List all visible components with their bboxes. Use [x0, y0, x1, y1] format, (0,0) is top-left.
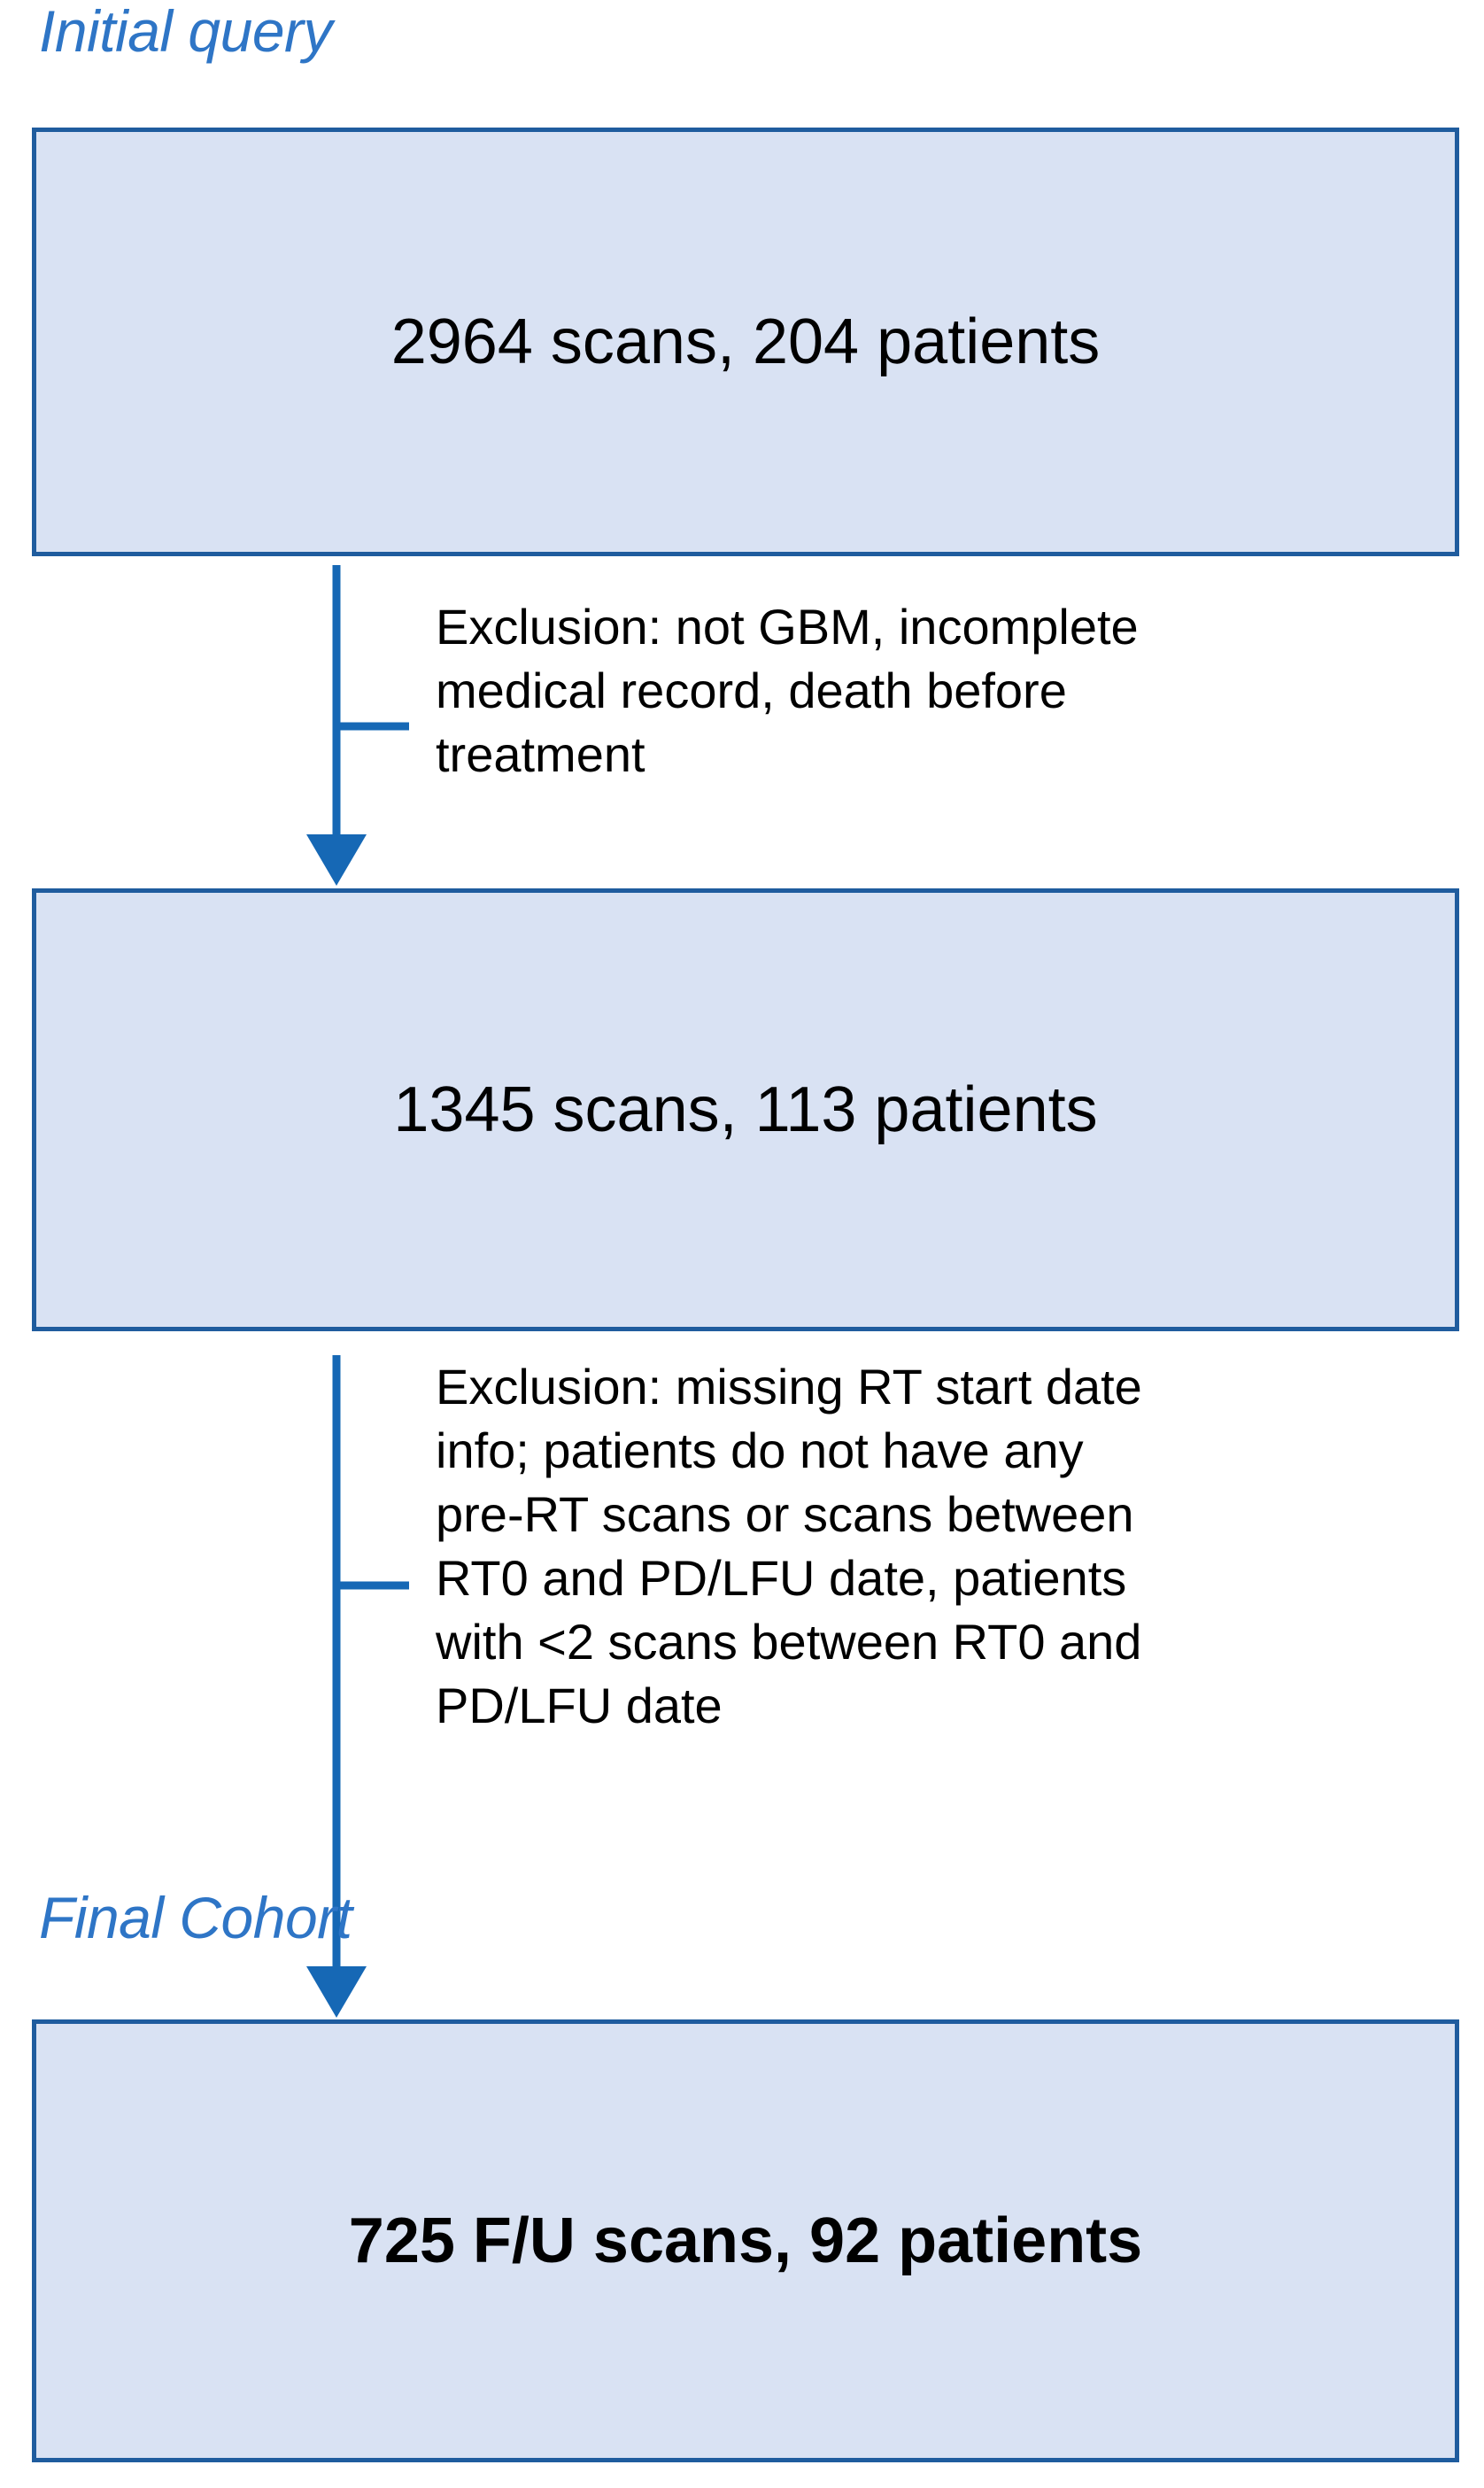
exclusion-note-1-line-2: medical record, death before: [436, 663, 1067, 718]
exclusion-note-2-line-3: pre-RT scans or scans between: [436, 1486, 1134, 1542]
section-label-initial-query: Initial query: [39, 0, 333, 64]
cohort-box-final: 725 F/U scans, 92 patients: [32, 2019, 1459, 2462]
exclusion-note-2-line-5: with <2 scans between RT0 and: [436, 1614, 1142, 1670]
exclusion-note-1-line-3: treatment: [436, 726, 645, 782]
exclusion-note-2-line-4: RT0 and PD/LFU date, patients: [436, 1550, 1127, 1606]
exclusion-note-2-line-1: Exclusion: missing RT start date: [436, 1359, 1142, 1415]
section-label-final-cohort: Final Cohort: [39, 1885, 352, 1950]
exclusion-note-2-line-2: info; patients do not have any: [436, 1422, 1084, 1478]
exclusion-note-1-line-1: Exclusion: not GBM, incomplete: [436, 599, 1139, 655]
cohort-box-initial: 2964 scans, 204 patients: [32, 128, 1459, 556]
exclusion-note-2-line-6: PD/LFU date: [436, 1678, 723, 1733]
exclusion-note-1: Exclusion: not GBM, incomplete medical r…: [436, 595, 1410, 787]
flow-arrow-1: [306, 565, 409, 886]
cohort-box-final-text: 725 F/U scans, 92 patients: [348, 2205, 1143, 2276]
cohort-box-middle: 1345 scans, 113 patients: [32, 888, 1459, 1331]
exclusion-note-2: Exclusion: missing RT start date info; p…: [436, 1355, 1418, 1738]
cohort-box-initial-text: 2964 scans, 204 patients: [390, 306, 1101, 377]
cohort-box-middle-text: 1345 scans, 113 patients: [393, 1074, 1098, 1145]
